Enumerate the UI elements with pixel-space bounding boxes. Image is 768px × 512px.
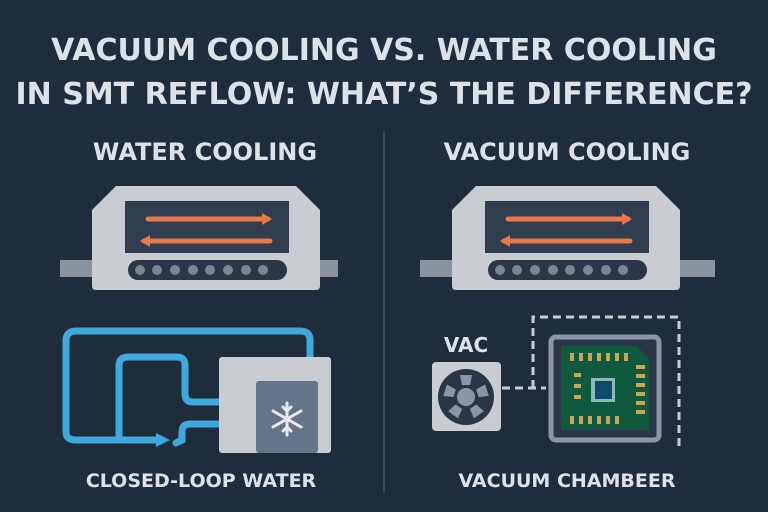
oven-window xyxy=(125,201,289,253)
title-line-1: VACUUM COOLING VS. WATER COOLING xyxy=(51,33,717,68)
water-loop xyxy=(62,327,314,447)
fan-icon xyxy=(438,369,494,425)
water-cooling-caption: CLOSED-LOOP WATER xyxy=(86,470,317,492)
flow-arrow-icon xyxy=(156,433,170,447)
reflow-oven-right xyxy=(420,186,715,290)
arrow-right-icon xyxy=(262,213,272,225)
arrow-left-icon xyxy=(140,235,150,247)
reflow-oven-left xyxy=(60,186,338,290)
vacuum-cooling-heading: VACUUM COOLING xyxy=(444,138,691,166)
pcb-icon xyxy=(561,346,649,430)
vac-label: VAC xyxy=(444,333,488,357)
vacuum-line xyxy=(502,315,681,450)
water-cooling-heading: WATER COOLING xyxy=(93,138,317,166)
snowflake-icon xyxy=(271,401,303,437)
title-line-2: IN SMT REFLOW: WHAT’S THE DIFFERENCE? xyxy=(16,77,753,112)
vacuum-cooling-caption: VACUUM CHAMBEER xyxy=(459,470,676,492)
